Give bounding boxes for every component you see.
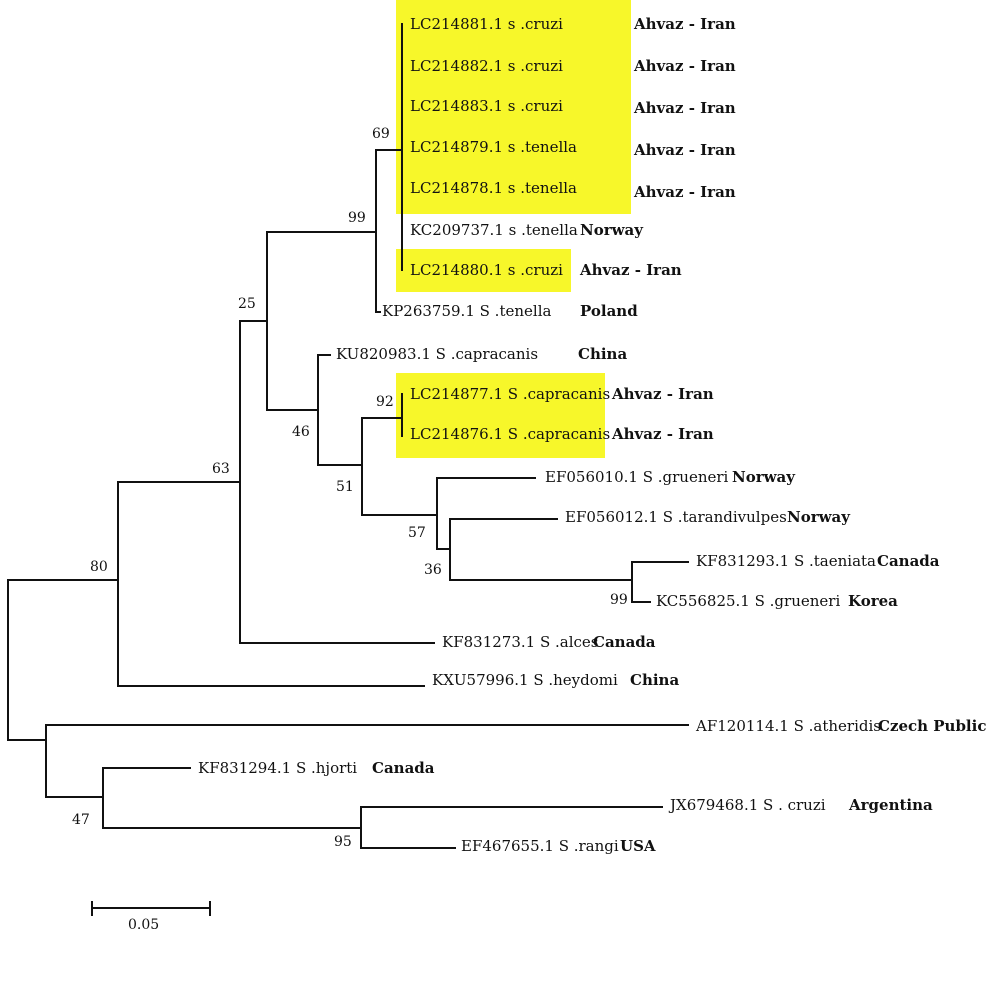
- location-label: Ahvaz - Iran: [633, 99, 736, 117]
- bootstrap-value: 99: [610, 592, 628, 608]
- taxon-label: KU820983.1 S .capracanis: [336, 345, 538, 363]
- taxon-label: LC214878.1 s .tenella: [410, 179, 577, 197]
- location-label: Ahvaz - Iran: [611, 385, 714, 403]
- location-label: Canada: [593, 633, 656, 651]
- bootstrap-value: 36: [424, 562, 442, 578]
- location-label: Norway: [732, 468, 796, 486]
- taxon-label: LC214877.1 S .capracanis: [410, 385, 610, 403]
- taxon-label: LC214882.1 s .cruzi: [410, 57, 563, 75]
- location-label: Korea: [848, 592, 898, 610]
- bootstrap-value: 80: [90, 559, 108, 575]
- bootstrap-value: 47: [72, 812, 90, 828]
- location-label: Ahvaz - Iran: [633, 141, 736, 159]
- location-label: Ahvaz - Iran: [633, 57, 736, 75]
- scale-bar-line: [91, 901, 211, 916]
- location-label: Norway: [787, 508, 851, 526]
- taxon-label: LC214879.1 s .tenella: [410, 138, 577, 156]
- tree-branches: [7, 23, 689, 849]
- location-label: Canada: [372, 759, 435, 777]
- taxon-label: LC214881.1 s .cruzi: [410, 15, 563, 33]
- leaf-labels: LC214881.1 s .cruzi Ahvaz - Iran LC21488…: [198, 15, 986, 855]
- bootstrap-value: 95: [334, 834, 352, 850]
- taxon-label: EF056010.1 S .grueneri: [545, 468, 729, 486]
- highlight-boxes: [396, 0, 631, 458]
- highlight-box-iran-cruzi: [396, 249, 571, 292]
- taxon-label: LC214883.1 s .cruzi: [410, 97, 563, 115]
- bootstrap-value: 57: [408, 525, 426, 541]
- taxon-label: LC214876.1 S .capracanis: [410, 425, 610, 443]
- location-label: Ahvaz - Iran: [633, 15, 736, 33]
- scale-bar: 0.05: [91, 901, 211, 933]
- taxon-label: KC556825.1 S .grueneri: [656, 592, 840, 610]
- bootstrap-value: 51: [336, 479, 354, 495]
- location-label: Poland: [580, 302, 638, 320]
- bootstrap-value: 69: [372, 126, 390, 142]
- location-label: Czech Public: [878, 717, 986, 735]
- taxon-label: LC214880.1 s .cruzi: [410, 261, 563, 279]
- highlight-box-iran-cruzi-tenella: [396, 0, 631, 214]
- taxon-label: AF120114.1 S .atheridis: [695, 717, 881, 735]
- taxon-label: KC209737.1 s .tenella: [410, 221, 578, 239]
- taxon-label: KXU57996.1 S .heydomi: [432, 671, 618, 689]
- bootstrap-value: 46: [292, 424, 310, 440]
- location-label: Ahvaz - Iran: [579, 261, 682, 279]
- bootstrap-value: 92: [376, 394, 394, 410]
- taxon-label: KP263759.1 S .tenella: [382, 302, 551, 320]
- taxon-label: KF831273.1 S .alces: [442, 633, 598, 651]
- bootstrap-value: 63: [212, 461, 230, 477]
- highlight-box-iran-capracanis: [396, 373, 605, 458]
- location-label: Ahvaz - Iran: [633, 183, 736, 201]
- location-label: China: [630, 671, 679, 689]
- location-label: Ahvaz - Iran: [611, 425, 714, 443]
- location-label: China: [578, 345, 627, 363]
- location-label: Norway: [580, 221, 644, 239]
- scale-bar-label: 0.05: [128, 917, 159, 933]
- taxon-label: JX679468.1 S . cruzi: [668, 796, 826, 814]
- location-label: Argentina: [848, 796, 933, 814]
- taxon-label: EF467655.1 S .rangi: [461, 837, 619, 855]
- taxon-label: KF831294.1 S .hjorti: [198, 759, 357, 777]
- bootstrap-value: 99: [348, 210, 366, 226]
- taxon-label: KF831293.1 S .taeniata: [696, 552, 876, 570]
- bootstrap-values: 69 99 25 92 46 51 57 36 99 63 80 47 95: [72, 126, 628, 850]
- bootstrap-value: 25: [238, 296, 256, 312]
- location-label: Canada: [877, 552, 940, 570]
- taxon-label: EF056012.1 S .tarandivulpes: [565, 508, 787, 526]
- location-label: USA: [620, 837, 656, 855]
